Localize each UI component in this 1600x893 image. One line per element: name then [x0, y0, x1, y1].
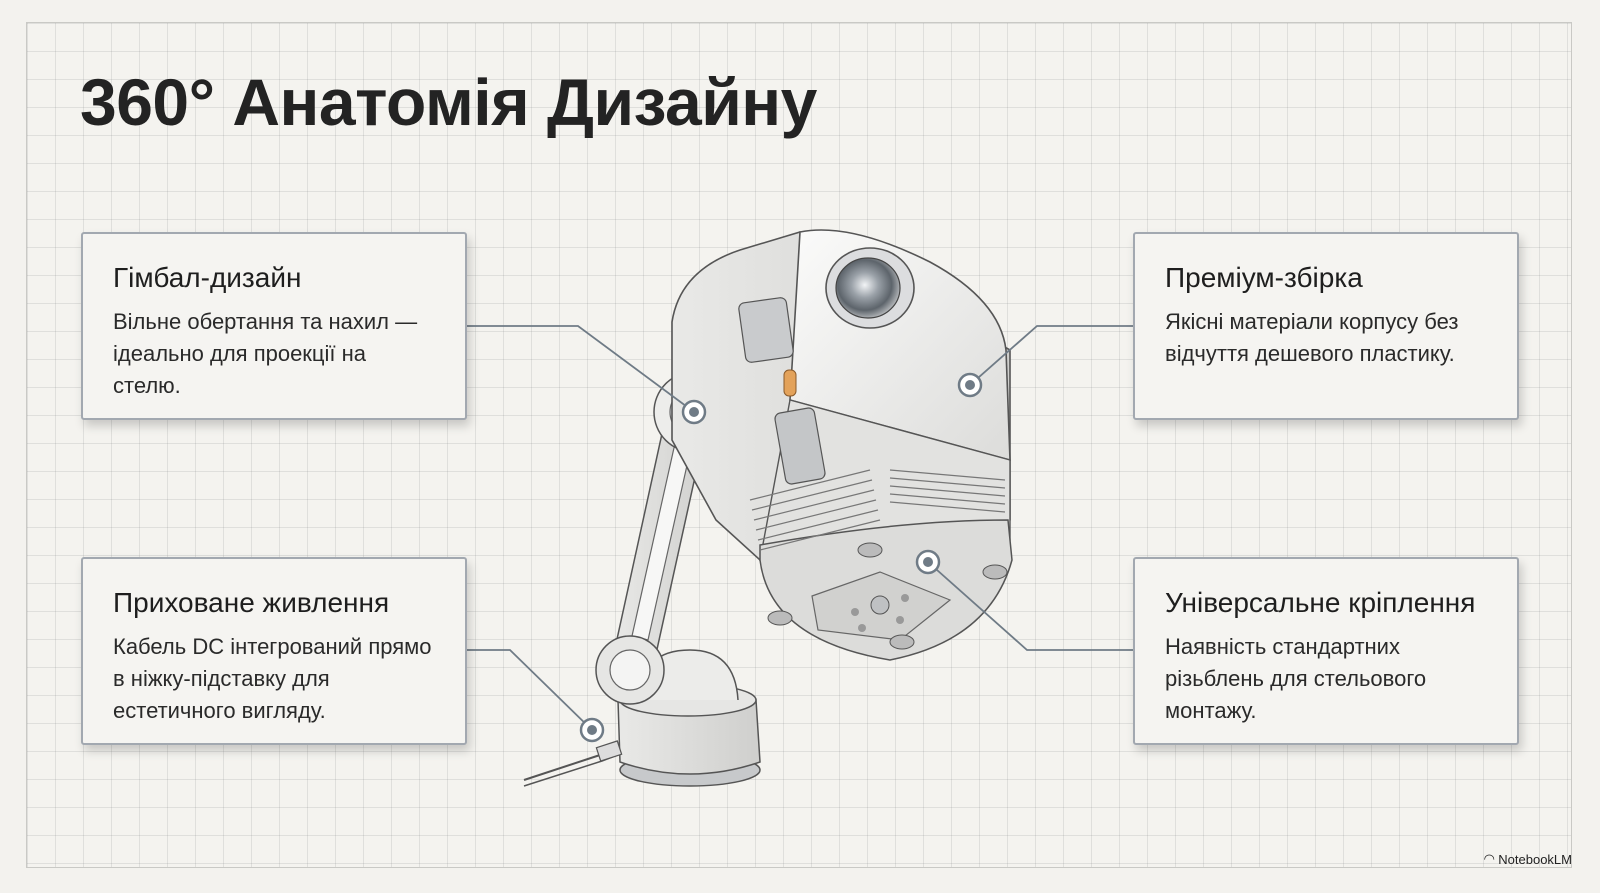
power-cable — [523, 740, 623, 787]
card-text: Якісні матеріали корпусу без відчуття де… — [1165, 309, 1459, 366]
card-text: Кабель DC інтегрований прямо в ніжку-під… — [113, 634, 432, 723]
projector-body — [671, 229, 1013, 661]
card-hidden-power: Приховане живлення Кабель DC інтегровани… — [81, 557, 467, 745]
page-title: 360° Анатомія Дизайну — [80, 65, 817, 139]
notebooklm-badge: ◠ NotebookLM — [1484, 851, 1572, 867]
notebooklm-icon: ◠ — [1484, 851, 1495, 866]
card-text: Наявність стандартних різьблень для стел… — [1165, 634, 1427, 723]
card-heading: Гімбал-дизайн — [113, 262, 302, 293]
card-heading: Приховане живлення — [113, 587, 390, 618]
notebooklm-label: NotebookLM — [1498, 851, 1572, 867]
card-premium-build: Преміум-збірка Якісні матеріали корпусу … — [1133, 232, 1519, 420]
card-heading: Преміум-збірка — [1165, 262, 1363, 293]
leader-lines — [467, 325, 1133, 731]
card-gimbal-design: Гімбал-дизайн Вільне обертання та нахил … — [81, 232, 467, 420]
card-heading: Універсальне кріплення — [1165, 587, 1476, 618]
card-universal-mount: Універсальне кріплення Наявність стандар… — [1133, 557, 1519, 745]
card-text: Вільне обертання та нахил — ідеально для… — [113, 309, 418, 398]
callout-markers — [579, 372, 983, 743]
